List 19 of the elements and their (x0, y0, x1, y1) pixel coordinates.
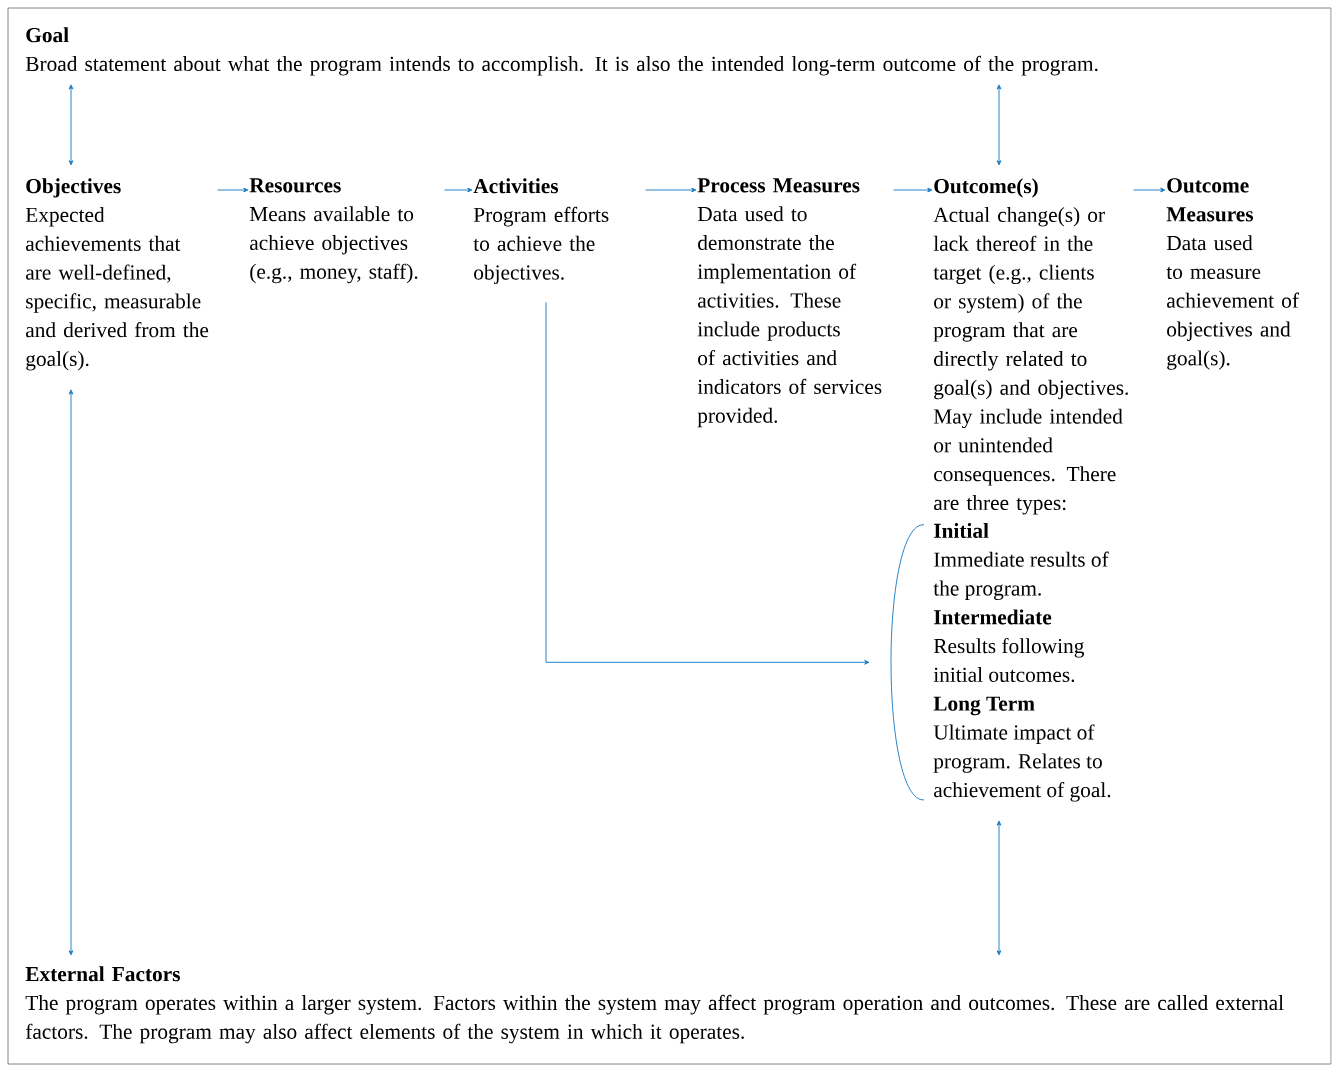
arrow (1133, 187, 1166, 193)
arrow (996, 820, 1002, 956)
labeled-text: External Factors The program operates within a larger system. Factors within the system may affect program operation and outcomes. These are called external factors. The program may also affect elements of the system in which it operates. (25, 966, 1284, 1044)
arrow (893, 187, 933, 193)
arrow (217, 187, 249, 193)
labeled-text: Outcome Measures Data used to measure achievement of objectives and goal(s). (1166, 178, 1299, 370)
labeled-text: Outcome(s) Actual change(s) or lack thereof in the target (e.g., clients or system) of the program that are directly related to goal(s) and objectives. May include intended or unintended consequences. There are three types: (933, 178, 1128, 515)
arrow (68, 389, 74, 956)
labeled-text: Objectives Expected achievements that are well-defined, specific, measurable and derived from the goal(s). (25, 178, 209, 371)
labeled-text: Resources Means available to achieve objectives (e.g., money, staff). (249, 178, 418, 284)
labeled-text: Activities Program efforts to achieve the objectives. (473, 178, 609, 284)
arrow (68, 84, 74, 166)
arrow (645, 187, 697, 193)
arrow (444, 187, 473, 193)
arrow (545, 301, 870, 665)
bracketed-list: Initial Immediate results of the program. Intermediate Results following initial outcomes. Long Term Ultimate impact of program. Relates to achievement of goal. (890, 523, 1111, 802)
labeled-text: Process Measures Data used to demonstrate the implementation of activities. These include products of activities and indicators of services provided. (697, 178, 882, 428)
arrow (996, 84, 1002, 166)
labeled-text: Goal Broad statement about what the program intends to accomplish. It is also the intended long-term outcome of the program. (25, 27, 1098, 76)
